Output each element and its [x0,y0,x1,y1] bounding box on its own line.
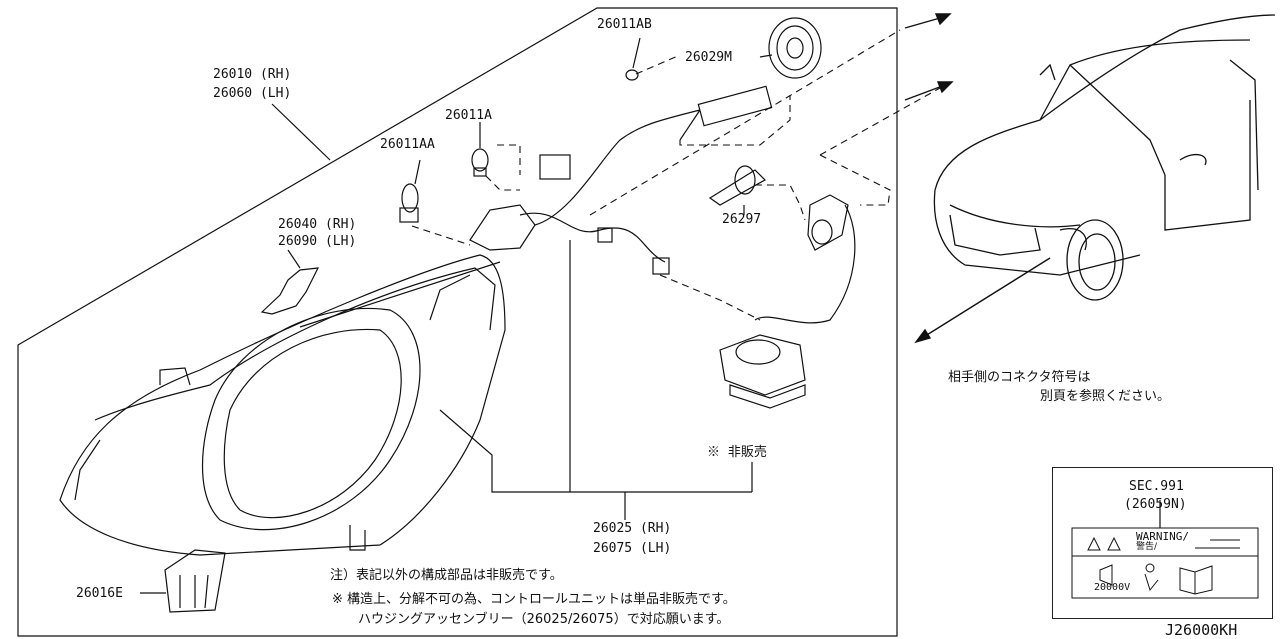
bulb-26011aa [399,183,419,223]
connector-note-line1: 相手側のコネクタ符号は [948,370,1091,385]
warning-text: WARNING/ [1136,530,1189,543]
cap-26029m [768,17,822,79]
lamp-icon [1099,564,1113,586]
part-26016e [164,549,226,613]
bracket-26040 [260,267,320,315]
warning-label [1071,527,1259,599]
label-part-26016e: 26016E [76,586,123,601]
bulb-26011a [471,148,489,177]
label-cap-26029m: 26029M [685,50,732,65]
label-bulb-26011ab: 26011AB [597,17,652,32]
ballast-unit [719,194,856,409]
label-headlamp-lh: 26060 (LH) [213,86,292,101]
label-unit-rh: 26025 (RH) [593,521,672,536]
label-bulb-26297: 26297 [722,212,762,227]
footnote-2: ※ 構造上、分解不可の為、コントロールユニットは単品非販売です。 [332,592,736,607]
connector-note-line2: 別頁を参照ください。 [1040,389,1171,404]
assembly-frame [17,7,898,637]
car-illustration [933,14,1276,301]
label-bracket-rh: 26040 (RH) [278,217,357,232]
voltage-text: 20000V [1094,582,1131,593]
label-bulb-26011a: 26011A [445,108,492,123]
label-bracket-lh: 26090 (LH) [278,234,357,249]
headlamp-housing [59,254,506,556]
bulb-26011ab [625,69,639,81]
label-bulb-26011aa: 26011AA [380,137,435,152]
sec-reference-box [1052,467,1273,619]
warning-text-jp: 警告/ [1136,542,1158,552]
footnote-3: ハウジングアッセンブリー（26025/26075）で対応願います。 [358,612,730,627]
diagram-code: J26000KH [1165,621,1238,639]
sec-number: SEC.991 [1129,479,1184,494]
socket-assembly [469,109,701,275]
sec-part-number: (26059N) [1124,497,1187,512]
hid-socket [679,85,773,141]
label-not-for-sale: ※ 非販売 [707,445,767,460]
bulb-26297 [708,165,766,206]
footnote-1: 注）表記以外の構成部品は非販売です。 [330,568,563,583]
warning-triangle-icon [1087,536,1101,551]
label-unit-lh: 26075 (LH) [593,541,672,556]
label-headlamp-rh: 26010 (RH) [213,67,292,82]
